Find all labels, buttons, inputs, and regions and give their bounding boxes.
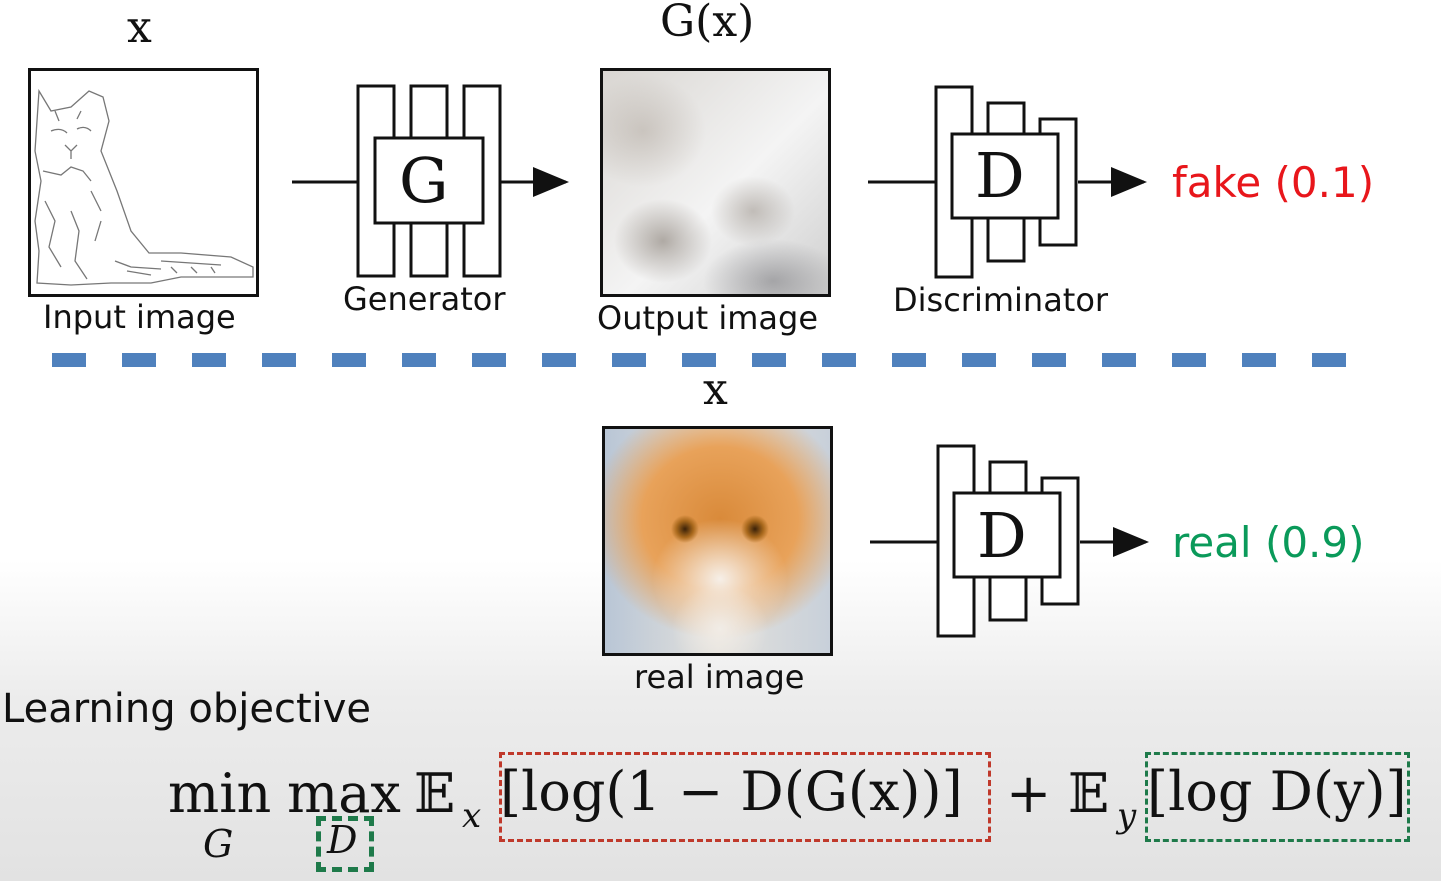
fake-output-label: fake (0.1) (1172, 158, 1375, 207)
expectation-x: 𝔼 (414, 762, 456, 825)
input-x-label: x (127, 2, 152, 53)
expectation-y: 𝔼 (1068, 762, 1110, 825)
min-operator: min (168, 762, 272, 825)
max-subscript-box (316, 816, 374, 872)
generator-term-box (499, 752, 991, 842)
real-image-caption: real image (634, 658, 805, 696)
discriminator-caption: Discriminator (893, 281, 1109, 319)
learning-objective-heading: Learning objective (2, 686, 372, 732)
discriminator-term: [log D(y)] (1147, 760, 1407, 823)
min-subscript: G (203, 822, 234, 866)
discriminator-letter-bottom: D (977, 499, 1027, 572)
output-image-caption: Output image (597, 299, 818, 337)
generator-term: [log(1 − D(G(x))] (500, 760, 963, 823)
input-image-caption: Input image (43, 298, 236, 336)
real-cat-image (602, 426, 833, 656)
plus-sign: + (1006, 762, 1052, 825)
max-operator: max (287, 762, 401, 825)
discriminator-letter-top: D (975, 139, 1025, 212)
generator-caption: Generator (343, 280, 506, 318)
max-subscript: D (327, 818, 358, 862)
real-x-label: x (703, 364, 728, 415)
output-gx-label: G(x) (660, 0, 755, 47)
generator-letter: G (399, 144, 449, 217)
expectation-y-subscript: y (1117, 796, 1137, 836)
real-output-label: real (0.9) (1172, 518, 1365, 567)
output-image (600, 68, 831, 297)
input-sketch-image (28, 68, 259, 297)
discriminator-term-box (1145, 752, 1410, 842)
cat-sketch-drawing (34, 88, 254, 286)
expectation-x-subscript: x (462, 796, 482, 836)
